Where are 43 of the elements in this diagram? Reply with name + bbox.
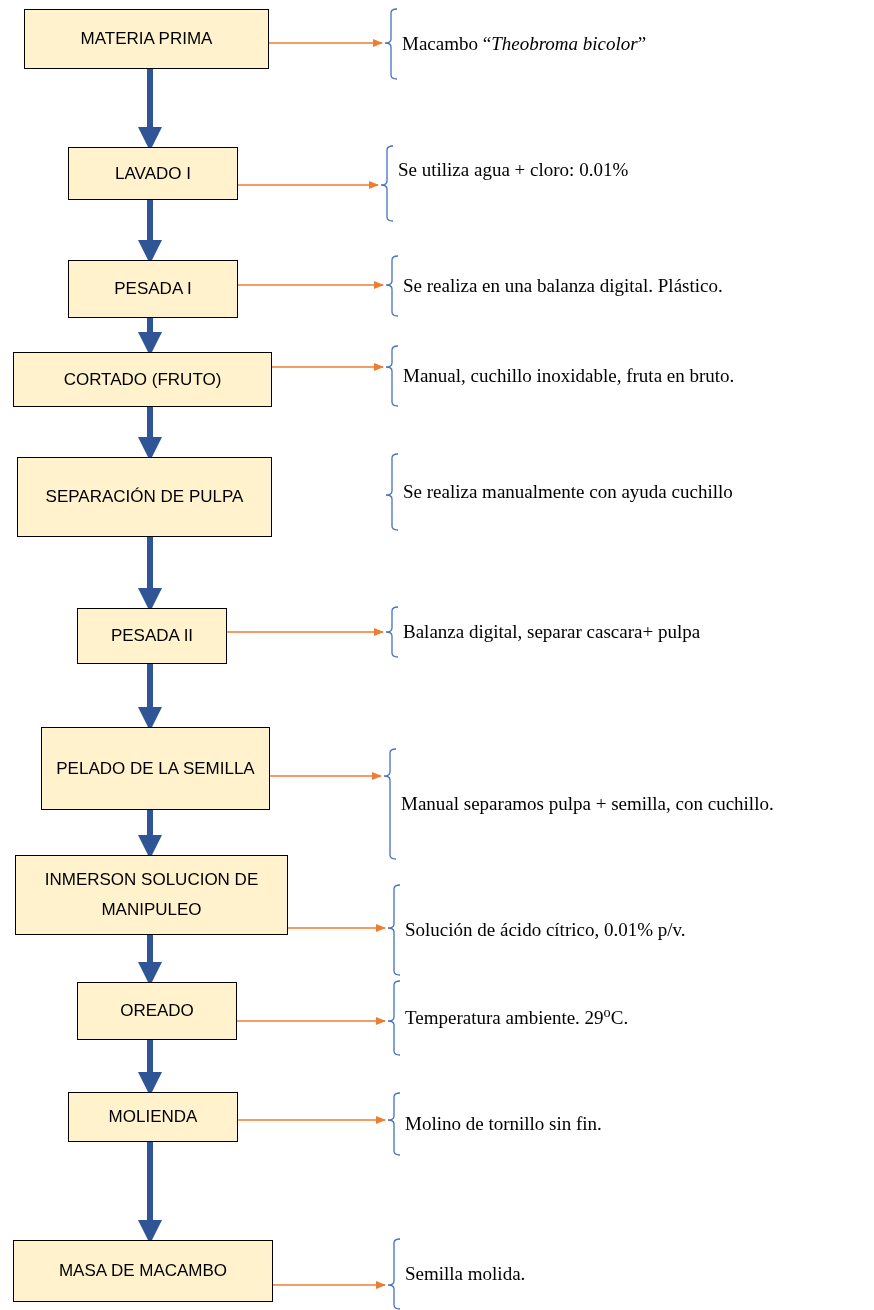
arrow: [269, 772, 382, 780]
process-box: [77, 608, 227, 664]
process-box: [13, 1240, 273, 1302]
step-label: MOLIENDA: [108, 1106, 198, 1128]
process-box: [13, 352, 272, 407]
arrow: [287, 924, 386, 932]
note-text: Solución de ácido cítrico, 0.01% p/v.: [405, 918, 686, 942]
note-text: Se realiza manualmente con ayuda cuchillo: [403, 480, 733, 504]
note-text: Se realiza en una balanza digital. Plástico.: [403, 274, 723, 298]
note-text: Balanza digital, separar cascara+ pulpa: [403, 620, 701, 644]
process-box: [68, 260, 238, 318]
arrow: [272, 1281, 386, 1289]
step-label: SEPARACIÓN DE PULPA: [45, 486, 244, 508]
step-label: OREADO: [120, 1000, 194, 1022]
note-text: Molino de tornillo sin fin.: [405, 1112, 602, 1136]
process-box: [68, 1092, 238, 1142]
arrow: [237, 1116, 386, 1124]
step-label: PELADO DE LA SEMILLA: [56, 757, 255, 780]
step-label: PESADA II: [110, 625, 194, 647]
note-text: Manual, cuchillo inoxidable, fruta en bruto.: [403, 364, 735, 388]
process-box: [24, 9, 269, 69]
arrow: [226, 628, 384, 636]
step-label: INMERSON SOLUCION DE MANIPULEO: [43, 869, 260, 921]
note-text: Semilla molida.: [405, 1262, 526, 1286]
step-label: PESADA I: [114, 278, 192, 300]
arrow: [236, 1017, 386, 1025]
process-box: [17, 457, 272, 537]
step-label: LAVADO I: [115, 162, 191, 185]
note-text: Manual separamos pulpa + semilla, con cuchillo.: [401, 792, 774, 816]
step-label: MATERIA PRIMA: [80, 28, 213, 50]
process-box: [68, 147, 238, 200]
note-text: Macambo “Theobroma bicolor”: [402, 32, 647, 56]
process-box: [41, 727, 270, 810]
arrow: [237, 281, 384, 289]
arrow: [237, 181, 379, 189]
note-text: Temperatura ambiente. 29$^{o}$C.: [405, 1002, 629, 1030]
arrow: [268, 39, 383, 47]
note-text: Se utiliza agua + cloro: 0.01%: [398, 158, 629, 182]
step-label: CORTADO (FRUTO): [63, 368, 222, 391]
process-box: [77, 982, 237, 1040]
process-box: [15, 855, 288, 935]
step-label: MASA DE MACAMBO: [58, 1260, 228, 1282]
arrow: [271, 363, 384, 371]
